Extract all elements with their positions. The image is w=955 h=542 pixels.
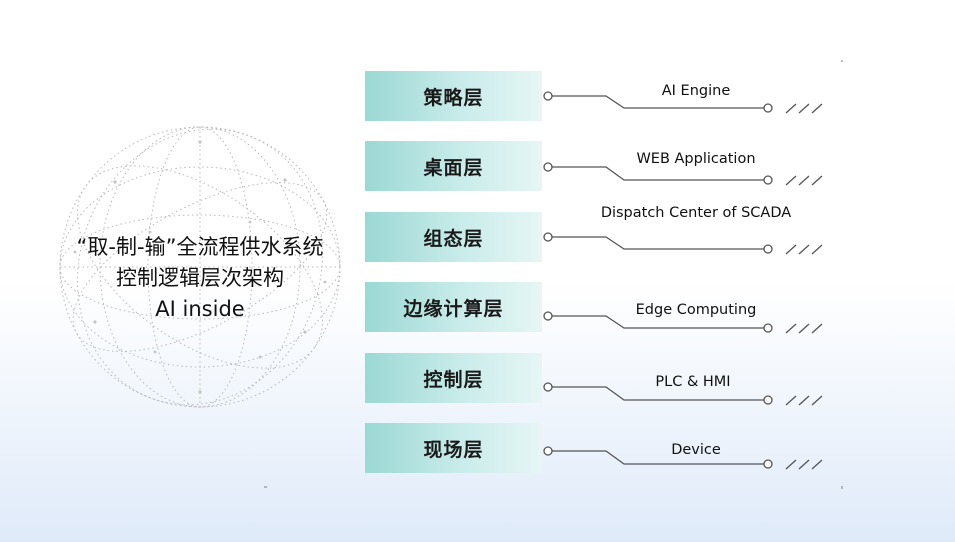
layer-label-ai-engine: AI Engine [661, 83, 731, 99]
slash-mark [785, 175, 797, 186]
connector-line [551, 315, 764, 329]
layer-label-dispatch-center: Dispatch Center of SCADA [600, 205, 792, 221]
slash-mark [785, 103, 797, 114]
connector-start-node [543, 446, 553, 456]
layer-label-edge-computing: Edge Computing [635, 302, 757, 318]
connector-end-node [763, 244, 773, 254]
slash-mark [798, 244, 810, 255]
layer-box-configuration: 组态层 [365, 212, 542, 262]
slash-mark [785, 323, 797, 334]
layer-name: 组态层 [423, 227, 484, 250]
layer-label-web-application: WEB Application [636, 151, 756, 167]
slash-mark [798, 103, 810, 114]
slash-mark [811, 459, 823, 470]
connector-start-node [543, 162, 553, 172]
slash-mark [785, 459, 797, 470]
connector-start-node [543, 382, 553, 392]
slash-mark [811, 395, 823, 406]
layer-name: 现场层 [423, 438, 484, 461]
connector-end-node [763, 395, 773, 405]
slash-mark [798, 395, 810, 406]
layer-label-device: Device [671, 442, 721, 458]
slash-mark [785, 244, 797, 255]
connector-line [551, 386, 764, 401]
slash-mark [798, 175, 810, 186]
connector-end-node [763, 103, 773, 113]
layer-box-desktop: 桌面层 [365, 141, 542, 191]
layer-box-control: 控制层 [365, 353, 542, 403]
layer-name: 控制层 [423, 368, 484, 391]
connector-line [551, 95, 764, 109]
connector-end-node [763, 323, 773, 333]
title-line-1: “取-制-输”全流程供水系统 [76, 235, 324, 259]
globe-illustration [59, 126, 341, 408]
layer-name: 策略层 [423, 86, 484, 109]
diagram-title: “取-制-输”全流程供水系统 控制逻辑层次架构 AI inside [40, 232, 360, 325]
layer-name: 边缘计算层 [403, 297, 504, 320]
layer-label-plc-hmi: PLC & HMI [655, 374, 731, 390]
slash-mark [798, 323, 810, 334]
layer-box-edge-computing: 边缘计算层 [365, 282, 542, 332]
layer-name: 桌面层 [423, 156, 484, 179]
title-line-2: 控制逻辑层次架构 [116, 266, 284, 290]
connector-start-node [543, 311, 553, 321]
connector-line [551, 450, 764, 465]
connector-line [551, 236, 764, 250]
slash-mark [798, 459, 810, 470]
slash-mark [811, 323, 823, 334]
layer-box-field: 现场层 [365, 423, 542, 473]
connector-start-node [543, 232, 553, 242]
connector-start-node [543, 91, 553, 101]
connector-end-node [763, 175, 773, 185]
slash-mark [785, 395, 797, 406]
slash-mark [811, 244, 823, 255]
slash-mark [811, 175, 823, 186]
connector-line [551, 166, 764, 181]
layer-box-strategy: 策略层 [365, 71, 542, 121]
title-line-3: AI inside [155, 297, 245, 321]
connector-end-node [763, 459, 773, 469]
slash-mark [811, 103, 823, 114]
